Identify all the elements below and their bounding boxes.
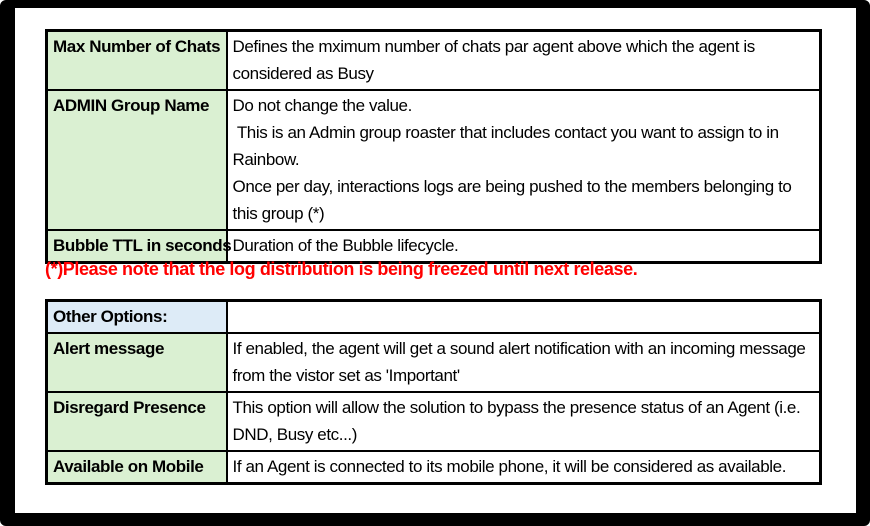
table-row: Max Number of Chats Defines the mximum n… (45, 29, 822, 91)
options-header-cell: Other Options: (45, 299, 228, 334)
option-description-available-on-mobile: If an Agent is connected to its mobile p… (225, 450, 822, 485)
option-description-disregard-presence: This option will allow the solution to b… (225, 391, 822, 452)
setting-description-admin-group: Do not change the value. This is an Admi… (225, 89, 822, 231)
option-description-alert-message: If enabled, the agent will get a sound a… (225, 332, 822, 393)
setting-label-admin-group: ADMIN Group Name (45, 89, 228, 231)
table-row: Available on Mobile If an Agent is conne… (45, 450, 822, 485)
settings-table: Max Number of Chats Defines the mximum n… (45, 29, 822, 264)
table-row: Alert message If enabled, the agent will… (45, 332, 822, 393)
table-header-row: Other Options: (45, 299, 822, 334)
footnote-text: (*)Please note that the log distribution… (45, 259, 638, 279)
options-table: Other Options: Alert message If enabled,… (45, 299, 822, 485)
option-label-available-on-mobile: Available on Mobile (45, 450, 228, 485)
setting-description-max-chats: Defines the mximum number of chats par a… (225, 29, 822, 91)
table-row: Disregard Presence This option will allo… (45, 391, 822, 452)
setting-label-max-chats: Max Number of Chats (45, 29, 228, 91)
options-header-empty-cell (225, 299, 822, 334)
table-row: ADMIN Group Name Do not change the value… (45, 89, 822, 231)
setting-label-bubble-ttl: Bubble TTL in seconds (45, 229, 232, 264)
option-label-disregard-presence: Disregard Presence (45, 391, 228, 452)
table-row: Bubble TTL in seconds Duration of the Bu… (45, 229, 822, 264)
setting-description-bubble-ttl: Duration of the Bubble lifecycle. (225, 229, 822, 264)
option-label-alert-message: Alert message (45, 332, 228, 393)
